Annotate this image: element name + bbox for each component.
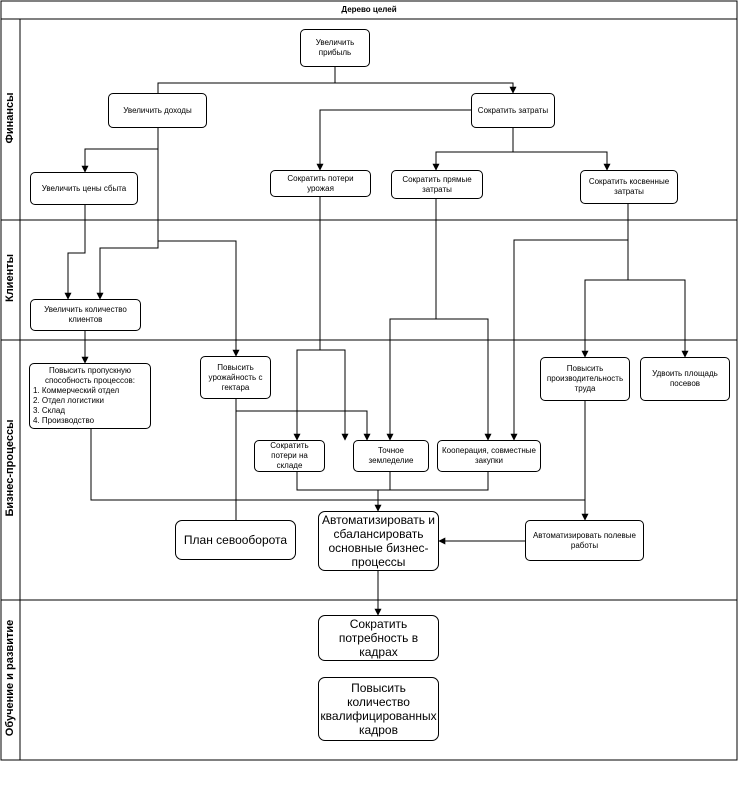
- node-throughput: Повысить пропускную способность процессо…: [29, 363, 151, 429]
- outer-frame: [0, 0, 738, 761]
- node-cut-indirect-costs: Сократить косвенные затраты: [580, 170, 678, 204]
- edge-indirect-cooperation: [510, 204, 629, 441]
- node-increase-income: Увеличить доходы: [108, 93, 207, 128]
- throughput-item: 3. Склад: [33, 406, 66, 415]
- edge-prices-clients: [64, 205, 86, 300]
- throughput-item: 1. Коммерческий отдел: [33, 386, 120, 395]
- node-cooperation: Кооперация, совместные закупки: [437, 440, 541, 472]
- node-double-area: Удвоить площадь посевов: [640, 357, 730, 401]
- edge-bus-row3: [296, 471, 489, 491]
- edge-indirect-area: [628, 279, 689, 358]
- node-cut-storage-losses: Сократить потери на складе: [254, 440, 325, 472]
- node-cut-crop-losses: Сократить потери урожая: [270, 170, 371, 197]
- diagram-canvas: [0, 0, 738, 761]
- edge-direct-cooperation: [436, 318, 492, 441]
- edge-income-yield: [158, 240, 240, 357]
- lane-label-clients: Клиенты: [4, 254, 16, 303]
- node-labor-productivity: Повысить производительность труда: [540, 357, 630, 401]
- diagram-title: Дерево целей: [341, 5, 397, 14]
- node-increase-clients: Увеличить количество клиентов: [30, 299, 141, 331]
- node-increase-yield: Повысить урожайность с гектара: [200, 356, 271, 399]
- lane-label-business: Бизнес-процессы: [4, 419, 16, 517]
- node-cut-direct-costs: Сократить прямые затраты: [391, 170, 483, 199]
- throughput-item: 2. Отдел логистики: [33, 396, 104, 405]
- throughput-heading: Повысить пропускную способность процессо…: [44, 366, 135, 385]
- edge-croploss-precision: [320, 349, 349, 441]
- edge-profit-income: [154, 66, 336, 101]
- node-automate-field-work: Автоматизировать полевые работы: [525, 520, 644, 561]
- edge-costs-direct: [432, 128, 514, 171]
- node-increase-profit: Увеличить прибыль: [300, 29, 370, 67]
- node-precision-farming: Точное земледелие: [353, 440, 429, 472]
- throughput-item: 4. Производство: [33, 416, 95, 425]
- edge-throughput-automate: [90, 428, 585, 501]
- lane-label-finance: Финансы: [4, 92, 16, 144]
- edge-indirect-productivity: [581, 240, 629, 358]
- edge-direct-precision: [386, 199, 437, 441]
- node-cut-costs: Сократить затраты: [471, 93, 555, 128]
- edge-croploss-storage: [293, 196, 321, 441]
- edge-costs-indirect: [513, 151, 611, 171]
- edge-profit-costs: [335, 82, 517, 94]
- node-crop-rotation: План севооборота: [175, 520, 296, 560]
- node-automate-processes: Автоматизировать и сбалансировать основн…: [318, 511, 439, 571]
- edge-income-clients: [96, 149, 159, 300]
- node-increase-qualified: Повысить количество квалифицированных ка…: [318, 677, 439, 741]
- node-cut-staff-need: Сократить потребность в кадрах: [318, 615, 439, 661]
- edge-yield-precision: [235, 398, 371, 441]
- node-raise-prices: Увеличить цены сбыта: [30, 172, 138, 205]
- lane-label-learning: Обучение и развитие: [4, 619, 16, 737]
- edge-income-prices: [81, 127, 159, 173]
